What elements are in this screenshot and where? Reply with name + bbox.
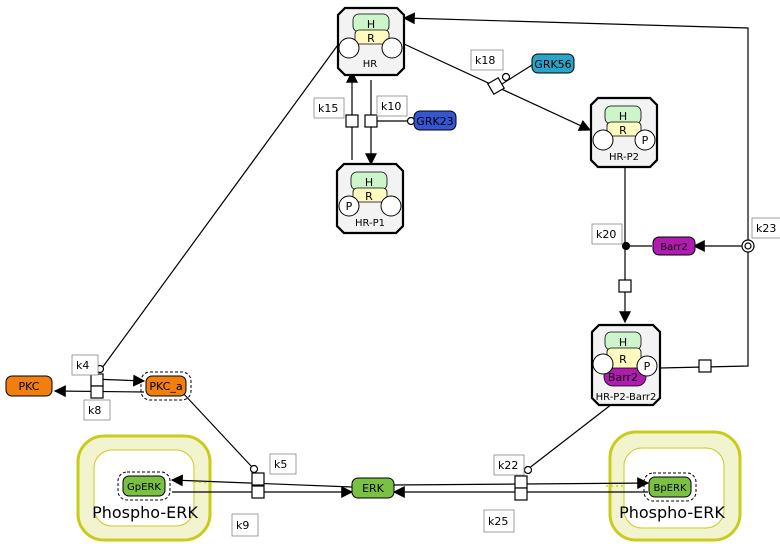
compartment-left-label: Phospho-ERK	[92, 503, 198, 522]
label-k22: k22	[493, 454, 525, 476]
hrp1-h-label: H	[365, 176, 373, 189]
hrp2-p-label: P	[642, 134, 649, 147]
svg-text:k23: k23	[756, 222, 776, 235]
svg-text:Barr2: Barr2	[660, 242, 687, 253]
svg-text:k15: k15	[318, 102, 338, 115]
hrp1-p-label: P	[346, 200, 353, 213]
complex-hr-p2[interactable]: H R P HR-P2	[589, 96, 659, 169]
edge-hr-to-k4	[101, 41, 341, 369]
hr-label: HR	[363, 59, 378, 70]
svg-text:k18: k18	[475, 54, 495, 67]
svg-text:GRK23: GRK23	[416, 115, 453, 128]
hr-r-label: R	[367, 32, 375, 45]
hrp2barr2-label: HR-P2-Barr2	[596, 392, 657, 403]
reaction-labels: k18 k15 k10 k20 k23 k4 k8 k5	[71, 49, 780, 537]
process-k5[interactable]	[251, 472, 265, 486]
species-grk23[interactable]: GRK23	[413, 110, 457, 131]
species-gperk[interactable]: GpERK	[117, 471, 171, 501]
label-k20: k20	[591, 223, 623, 245]
svg-text:k10: k10	[381, 100, 401, 113]
compartment-right-label: Phospho-ERK	[619, 503, 725, 522]
svg-text:ERK: ERK	[362, 482, 385, 495]
compartment-crossing	[193, 481, 624, 487]
process-k9[interactable]	[251, 485, 265, 499]
modifier-circle-k22	[523, 465, 533, 475]
label-k25: k25	[483, 509, 515, 533]
svg-text:k20: k20	[596, 228, 616, 241]
species-grk56[interactable]: GRK56	[531, 53, 575, 74]
svg-text:k9: k9	[236, 519, 249, 532]
modifier-circle-grk23	[406, 116, 416, 126]
svg-text:BpERK: BpERK	[653, 483, 686, 494]
svg-text:k8: k8	[88, 404, 101, 417]
hrp2barr2-p-label: P	[644, 360, 651, 373]
process-k10[interactable]	[364, 114, 378, 128]
label-k8: k8	[83, 399, 111, 421]
svg-text:PKC: PKC	[19, 380, 40, 393]
edges	[53, 12, 749, 498]
association-dot-k20	[621, 241, 631, 251]
process-k15[interactable]	[345, 114, 359, 128]
svg-text:PKC_a: PKC_a	[149, 380, 182, 393]
process-k8[interactable]	[90, 385, 104, 399]
modifier-circle-grk56	[501, 72, 511, 82]
hrp1-label: HR-P1	[355, 218, 385, 229]
hrp2-h-label: H	[619, 110, 627, 123]
svg-text:GpERK: GpERK	[127, 482, 161, 493]
hrp2-r-label: R	[619, 124, 627, 137]
species-barr2[interactable]: Barr2	[652, 236, 696, 256]
svg-text:k22: k22	[498, 459, 518, 472]
process-k4[interactable]	[90, 373, 104, 387]
label-k10: k10	[376, 95, 408, 117]
hrp2barr2-r-label: R	[619, 353, 627, 366]
svg-text:GRK56: GRK56	[534, 58, 571, 71]
process-k18[interactable]	[486, 76, 506, 96]
edge-k23-return	[402, 12, 749, 369]
species-pkc-a[interactable]: PKC_a	[140, 371, 192, 401]
hrp1-r-label: R	[365, 190, 373, 203]
complex-hr-p1[interactable]: H R P HR-P1	[335, 162, 405, 235]
process-k20[interactable]	[618, 279, 632, 293]
species-bperk[interactable]: BpERK	[643, 472, 697, 502]
label-k18: k18	[470, 49, 504, 71]
svg-text:k4: k4	[76, 359, 89, 372]
edge-hrp2barr2-to-k22	[527, 403, 613, 470]
edge-pkca-to-k5	[181, 391, 253, 468]
label-k4: k4	[71, 354, 99, 376]
svg-text:k25: k25	[488, 515, 508, 528]
label-k5: k5	[269, 453, 297, 475]
modifier-circle-k5	[249, 464, 259, 474]
label-k23: k23	[751, 217, 780, 239]
label-k9: k9	[231, 513, 259, 537]
process-k22[interactable]	[514, 475, 528, 489]
hr-h-label: H	[367, 18, 375, 31]
hrp2barr2-h-label: H	[619, 336, 627, 349]
modifier-markers	[95, 72, 755, 475]
process-nodes	[90, 76, 712, 501]
hrp2-label: HR-P2	[609, 152, 639, 163]
complex-hr[interactable]: H R HR	[336, 6, 406, 77]
process-k23-square[interactable]	[698, 359, 712, 373]
process-k25[interactable]	[514, 487, 528, 501]
species-erk[interactable]: ERK	[351, 477, 395, 499]
species-pkc[interactable]: PKC	[5, 375, 53, 397]
complex-hr-p2-barr2[interactable]: H Barr2 R P HR-P2-Barr2	[590, 323, 662, 407]
hrp2barr2-barr-label: Barr2	[608, 371, 638, 384]
dissociation-k23-inner	[744, 242, 752, 250]
label-k15: k15	[313, 97, 345, 119]
svg-text:k5: k5	[274, 458, 287, 471]
